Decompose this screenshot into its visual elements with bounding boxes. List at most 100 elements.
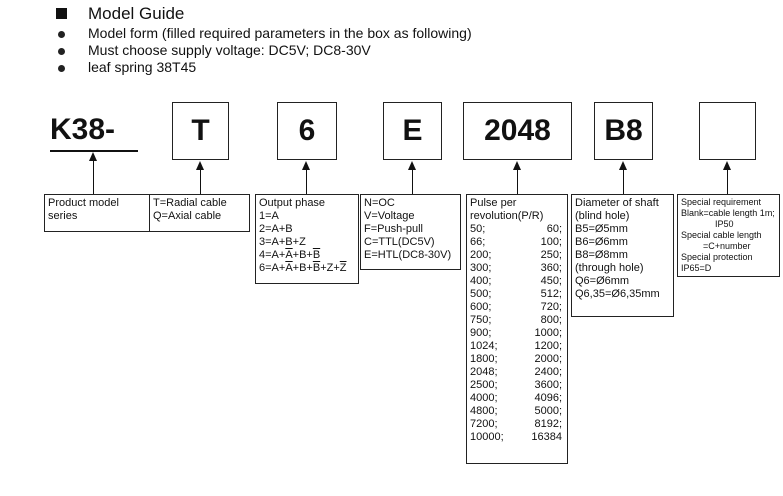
pulse-row: 900; 1000; xyxy=(470,327,564,340)
desc-line: V=Voltage xyxy=(364,210,415,222)
pulse-row: 1024; 1200; xyxy=(470,340,564,353)
arrow-line xyxy=(412,169,413,194)
code-box-shaft: B8 xyxy=(594,102,653,160)
desc-line: (blind hole) xyxy=(575,210,630,222)
desc-line: N=OC xyxy=(364,197,395,209)
pulse-value: 750; xyxy=(470,314,492,326)
pulse-value: 60; xyxy=(546,223,562,235)
desc-line: T=Radial cable xyxy=(153,197,227,209)
arrow-line xyxy=(93,160,94,194)
arrow-up-icon xyxy=(723,161,731,170)
page-title: Model Guide xyxy=(88,4,185,23)
pulse-row: 500;512; xyxy=(470,288,564,301)
desc-line: C=TTL(DC5V) xyxy=(364,236,435,248)
overline-text: A xyxy=(285,249,293,261)
bullet-icon xyxy=(58,31,65,38)
pulse-value: 2500; xyxy=(470,379,498,391)
pulse-row: 300;360; xyxy=(470,262,564,275)
model-prefix: K38- xyxy=(50,113,116,146)
pulse-row: 50;60; xyxy=(470,223,564,236)
pulse-value: 1800; xyxy=(470,353,498,365)
pulse-row: 2500; 3600; xyxy=(470,379,564,392)
pulse-value: 10000; xyxy=(470,431,504,443)
pulse-value: 1000; xyxy=(534,327,562,339)
desc-title: Special requirement xyxy=(681,197,762,207)
arrow-up-icon xyxy=(619,161,627,170)
desc-line: B8=Ø8mm xyxy=(575,249,628,261)
desc-box-shaft: Diameter of shaft (blind hole) B5=Ø5mm B… xyxy=(571,194,674,317)
desc-title: Output phase xyxy=(259,197,326,209)
arrow-up-icon xyxy=(196,161,204,170)
pulse-row: 600;720; xyxy=(470,301,564,314)
desc-line: =C+number xyxy=(703,241,751,251)
desc-line-phase6: 6=A+A+B+B+Z+Z xyxy=(259,262,355,275)
desc-line-phase4: 4=A+A+B+B xyxy=(259,249,355,262)
desc-line: Q6=Ø6mm xyxy=(575,275,630,287)
desc-line: E=HTL(DC8-30V) xyxy=(364,249,452,261)
pulse-value: 16384 xyxy=(531,431,562,443)
text: +Z+ xyxy=(320,262,340,274)
desc-line: 3=A+B+Z xyxy=(259,236,306,248)
desc-line: Q6,35=Ø6,35mm xyxy=(575,288,660,300)
desc-line: series xyxy=(48,210,78,222)
desc-line: IP65=D xyxy=(681,263,712,273)
arrow-line xyxy=(727,169,728,194)
desc-box-output: N=OC V=Voltage F=Push-pull C=TTL(DC5V) E… xyxy=(360,194,461,270)
pulse-row: 2048; 2400; xyxy=(470,366,564,379)
pulse-value: 3600; xyxy=(534,379,562,391)
arrow-up-icon xyxy=(89,152,97,161)
pulse-value: 1200; xyxy=(534,340,562,352)
desc-line: Special protection xyxy=(681,252,753,262)
pulse-value: 8192; xyxy=(534,418,562,430)
desc-box-pulse: Pulse per revolution(P/R) 50;60;66;100;2… xyxy=(466,194,568,464)
pulse-value: 4800; xyxy=(470,405,498,417)
pulse-value: 360; xyxy=(540,262,562,274)
arrow-line xyxy=(517,169,518,194)
bullet-text-model-form: Model form (filled required parameters i… xyxy=(88,25,472,41)
arrow-line xyxy=(200,169,201,194)
pulse-row: 7200; 8192; xyxy=(470,418,564,431)
pulse-value: 66; xyxy=(470,236,486,248)
overline-text: A xyxy=(285,262,293,274)
text: 4=A+ xyxy=(259,249,286,261)
desc-title: Diameter of shaft xyxy=(575,197,659,209)
pulse-value: 1024; xyxy=(470,340,498,352)
pulse-row: 66;100; xyxy=(470,236,564,249)
arrow-up-icon xyxy=(302,161,310,170)
desc-line: Blank=cable length 1m; xyxy=(681,208,775,218)
pulse-value: 7200; xyxy=(470,418,498,430)
heading-square-icon xyxy=(56,8,67,19)
bullet-icon xyxy=(58,65,65,72)
pulse-row: 200; 250; xyxy=(470,249,564,262)
prefix-underline xyxy=(50,150,138,152)
pulse-value: 450; xyxy=(540,275,562,287)
pulse-value: 2048; xyxy=(470,366,498,378)
desc-box-cable: T=Radial cable Q=Axial cable xyxy=(149,194,250,232)
code-box-output: E xyxy=(383,102,442,160)
text: +B+ xyxy=(292,249,313,261)
pulse-value: 500; xyxy=(470,288,492,300)
overline-text: B xyxy=(312,262,321,274)
pulse-value: 5000; xyxy=(534,405,562,417)
desc-box-series: Product model series xyxy=(44,194,150,232)
text: 6=A+ xyxy=(259,262,286,274)
pulse-row: 4800; 5000; xyxy=(470,405,564,418)
desc-title: Pulse per xyxy=(470,197,517,209)
pulse-row: 1800;2000; xyxy=(470,353,564,366)
arrow-line xyxy=(306,169,307,194)
code-box-pulse: 2048 xyxy=(463,102,572,160)
desc-line: (through hole) xyxy=(575,262,644,274)
pulse-value: 900; xyxy=(470,327,492,339)
bullet-text-supply-voltage: Must choose supply voltage: DC5V; DC8-30… xyxy=(88,42,371,58)
desc-line: Special cable length xyxy=(681,230,762,240)
desc-box-special: Special requirement Blank=cable length 1… xyxy=(677,194,780,277)
pulse-value: 2400; xyxy=(534,366,562,378)
pulse-row: 750;800; xyxy=(470,314,564,327)
pulse-value: 720; xyxy=(540,301,562,313)
pulse-value: 250; xyxy=(540,249,562,261)
desc-line: 1=A xyxy=(259,210,279,222)
arrow-line xyxy=(623,169,624,194)
desc-line: IP50 xyxy=(715,219,734,229)
pulse-value: 200; xyxy=(470,249,492,261)
desc-box-phase: Output phase 1=A 2=A+B 3=A+B+Z 4=A+A+B+B… xyxy=(255,194,359,284)
